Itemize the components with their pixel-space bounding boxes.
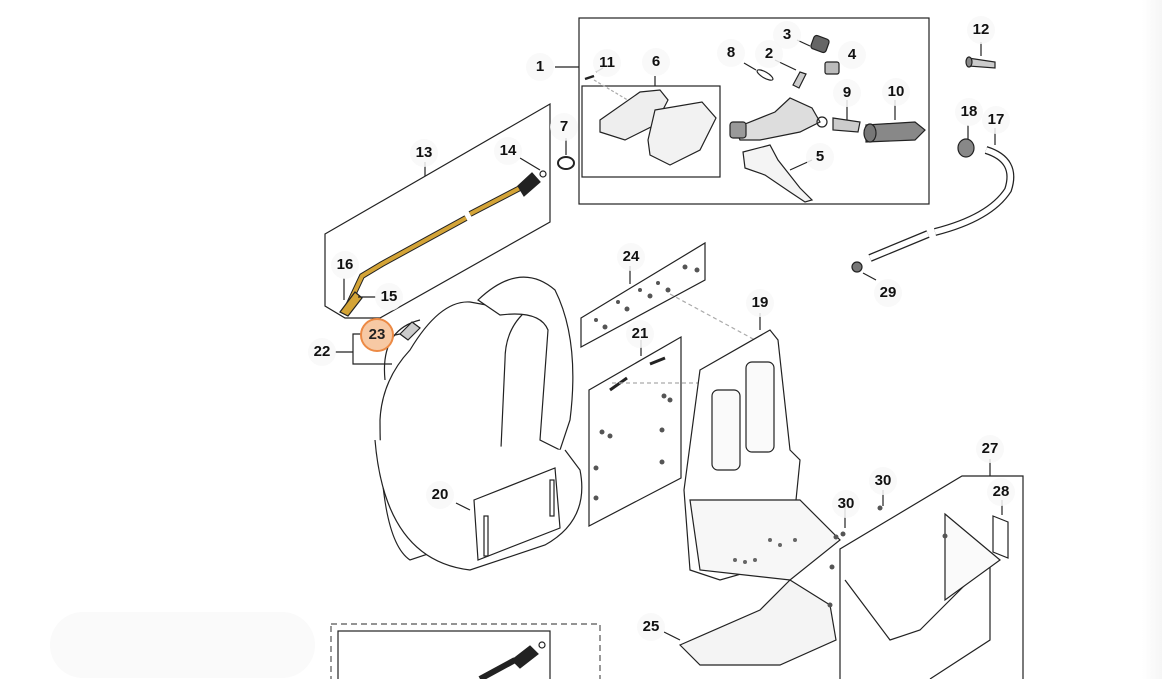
part-12-connector xyxy=(965,42,996,69)
callout-8[interactable]: 8 xyxy=(717,39,745,67)
part-group-lance xyxy=(324,102,551,319)
callout-24[interactable]: 24 xyxy=(617,243,645,271)
part-1-nut xyxy=(729,121,747,139)
callout-5[interactable]: 5 xyxy=(806,143,834,171)
callout-1[interactable]: 1 xyxy=(526,53,554,81)
callout-11[interactable]: 11 xyxy=(593,49,621,77)
callout-18[interactable]: 18 xyxy=(955,98,983,126)
part-5-trigger xyxy=(742,144,814,203)
callout-25[interactable]: 25 xyxy=(637,613,665,641)
part-group-handle-assembly xyxy=(555,17,930,205)
callout-20[interactable]: 20 xyxy=(426,481,454,509)
part-group-bottom-lance xyxy=(330,623,601,684)
part-strap xyxy=(477,276,574,451)
part-28-label xyxy=(992,515,1009,559)
part-25-tray xyxy=(663,579,837,666)
background-shadow xyxy=(50,612,315,678)
part-16-nozzle-tip xyxy=(339,291,363,317)
part-19-frame xyxy=(683,313,841,581)
part-4-bushing xyxy=(824,61,840,75)
scroll-edge-shadow xyxy=(1142,0,1162,679)
callout-21[interactable]: 21 xyxy=(626,320,654,348)
callout-29[interactable]: 29 xyxy=(874,279,902,307)
part-group-21-fasteners xyxy=(588,335,700,527)
callout-13[interactable]: 13 xyxy=(410,139,438,167)
callout-17[interactable]: 17 xyxy=(982,106,1010,134)
callout-12[interactable]: 12 xyxy=(967,16,995,44)
callout-19[interactable]: 19 xyxy=(746,289,774,317)
callout-3[interactable]: 3 xyxy=(773,21,801,49)
callout-9[interactable]: 9 xyxy=(833,79,861,107)
callout-6[interactable]: 6 xyxy=(642,48,670,76)
callout-30a[interactable]: 30 xyxy=(832,490,860,518)
callout-16[interactable]: 16 xyxy=(331,251,359,279)
part-29-clamp xyxy=(851,261,863,273)
part-18-nut xyxy=(957,138,975,158)
callout-14[interactable]: 14 xyxy=(494,137,522,165)
part-17-hose xyxy=(851,125,1015,281)
part-9-filter xyxy=(832,117,861,133)
callout-27[interactable]: 27 xyxy=(976,435,1004,463)
callout-10[interactable]: 10 xyxy=(882,78,910,106)
part-2-valve-pin xyxy=(792,71,807,89)
callout-4[interactable]: 4 xyxy=(838,41,866,69)
part-1-valve-body xyxy=(734,97,821,141)
part-group-24-screws xyxy=(580,241,756,349)
part-group-tank xyxy=(335,276,583,571)
callout-30b[interactable]: 30 xyxy=(869,467,897,495)
part-3-cap xyxy=(810,34,830,54)
part-20-plate xyxy=(473,467,561,561)
callout-23-selected[interactable]: 23 xyxy=(360,318,394,352)
part-7-ring xyxy=(557,156,575,170)
part-6-handle-shell-right xyxy=(647,101,717,166)
callout-7[interactable]: 7 xyxy=(550,113,578,141)
callout-28[interactable]: 28 xyxy=(987,478,1015,506)
part-14-nozzle-nut xyxy=(517,172,541,197)
callout-22[interactable]: 22 xyxy=(308,338,336,366)
callout-15[interactable]: 15 xyxy=(375,283,403,311)
part-11-screw xyxy=(584,74,595,81)
